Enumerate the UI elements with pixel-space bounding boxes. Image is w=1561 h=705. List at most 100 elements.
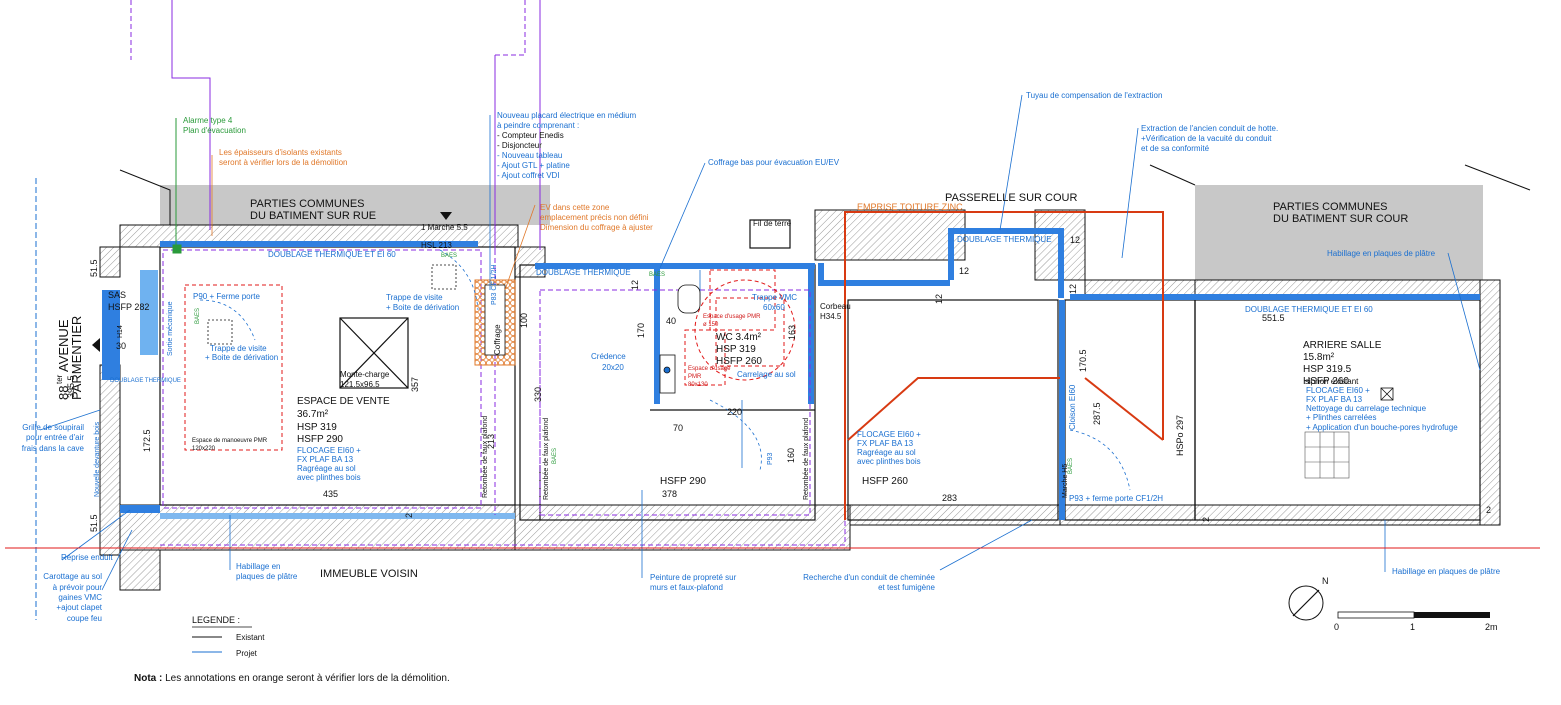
monte-charge-label: Monte-charge (340, 370, 390, 379)
placard-line7: - Ajout coffret VDI (497, 171, 560, 180)
room-vente-note3: Ragréage au sol (297, 464, 356, 473)
placard-line6: - Ajout GTL + platine (497, 161, 570, 170)
doublage-label-1: DOUBLAGE THERMIQUE ET EI 60 (268, 250, 396, 259)
room-arriere-note6: + Application d'un bouche-pores hydrofug… (1306, 423, 1458, 432)
trappe-vmc-dim: 60x60 (763, 303, 785, 312)
avenue-number: 88 (56, 386, 71, 400)
corbeau-height: H34.5 (820, 312, 842, 321)
room-arriere-note2: FX PLAF BA 13 (1306, 395, 1363, 404)
baes-label-3: BAES (552, 448, 558, 464)
room-passerelle-note2: FX PLAF BA 13 (857, 439, 914, 448)
dim-12-d: 12 (1070, 235, 1080, 245)
dim-395-5: 395.5 (66, 375, 76, 398)
dim-51-5-top: 51.5 (89, 259, 99, 277)
room-wc-name: WC 3.4m² (716, 332, 762, 343)
doublage-label-5: DOUBLAGE THERMIQUE (110, 378, 181, 384)
reprise-label: Reprise enduit (61, 553, 113, 562)
trappe-label-1: Trappe de visite (210, 344, 267, 353)
dim-30: 30 (116, 341, 126, 351)
dim-100: 100 (519, 313, 529, 328)
room-passerelle-note4: avec plinthes bois (857, 457, 921, 466)
monte-charge-dim: 121.5x96.5 (340, 380, 380, 389)
espace-usage-label-2: Espace d'usage (688, 366, 731, 372)
devanture-label: Nouvelle devanture bois (94, 421, 101, 497)
dim-70: 70 (673, 423, 683, 433)
room-vente-hsfp: HSFP 290 (297, 434, 343, 445)
avenue-line1: AVENUE (56, 319, 71, 372)
trappe-label-4: + Boite de dérivation (386, 303, 459, 312)
carottage-line5: coupe feu (67, 614, 102, 623)
room-wc-hsp: HSP 319 (716, 344, 756, 355)
cloison-label: Cloison EI60 (1068, 384, 1077, 430)
marche-label: 1 Marche 5.5 (421, 223, 468, 232)
room-vente-note4: avec plinthes bois (297, 473, 361, 482)
trappe-vmc-label: Trappe VMC (752, 293, 797, 302)
epaisseurs-line1: Les épaisseurs d'isolants existants (219, 148, 342, 157)
room-arriere-hsfp: HSFP 260 (1303, 376, 1349, 387)
recherche-line1: Recherche d'un conduit de cheminée (803, 573, 935, 582)
retombee-label-3: Retombée de faux plafond (803, 418, 810, 500)
corbeau-label: Corbeau (820, 302, 851, 311)
dim-170: 170 (636, 323, 646, 338)
common-parts-courtyard (1195, 185, 1483, 280)
habillage-bottom-line1: Habillage en (236, 562, 280, 571)
dim-160: 160 (786, 448, 796, 463)
room-arriere-note5: + Plinthes carrelées (1306, 413, 1376, 422)
legend-existing-label: Existant (236, 633, 265, 642)
scale-tick-1: 1 (1410, 622, 1415, 632)
fil-de-terre-label: Fil de terre (753, 219, 792, 228)
room-passerelle-note1: FLOCAGE EI60 + (857, 430, 921, 439)
tile-grid (1304, 431, 1350, 479)
scale-tick-2: 2m (1485, 622, 1498, 632)
doublage-label-4: DOUBLAGE THERMIQUE ET EI 60 (1245, 305, 1373, 314)
room-arriere-note1: FLOCAGE EI60 + (1306, 386, 1370, 395)
dim-170-5: 170.5 (1078, 349, 1088, 372)
coffrage-label: Coffrage (493, 324, 502, 355)
door-swings (199, 249, 1131, 491)
credence-dim: 20x20 (602, 363, 624, 372)
carottage-line1: Carottage au sol (43, 572, 102, 581)
carottage-line4: +ajout clapet (56, 603, 102, 612)
ev-line2: emplacement précis non défini (540, 213, 649, 222)
room-arriere-name: ARRIERE SALLE (1303, 340, 1382, 351)
dim-213: 213 (486, 434, 496, 449)
sas-hsfp: HSFP 282 (108, 302, 149, 312)
common-parts-court-line2: DU BATIMENT SUR COUR (1273, 213, 1408, 225)
scale-tick-0: 0 (1334, 622, 1339, 632)
espace-usage-dia: ø 150 (703, 322, 719, 328)
alarme-line2: Plan d'évacuation (183, 126, 246, 135)
espace-pmr-dim: 120x220 (192, 446, 216, 452)
pmr-zones (184, 269, 796, 451)
dim-287-5: 287.5 (1092, 402, 1102, 425)
legend-title: LEGENDE : (192, 615, 240, 625)
dim-40: 40 (666, 316, 676, 326)
ev-line1: EV dans cette zone (540, 203, 610, 212)
siphon-label: siphon existant (1305, 377, 1359, 386)
nota: Nota : Les annotations en orange seront … (134, 673, 450, 684)
retombee-label-2: Retombée de faux plafond (543, 418, 550, 500)
dim-435: 435 (323, 489, 338, 499)
room-vente-area: 36.7m² (297, 409, 329, 420)
room-arriere-note3: Nettoyage du carrelage technique (1306, 404, 1427, 413)
p93-label: P93 (767, 452, 774, 465)
peinture-line2: murs et faux-plafond (650, 583, 723, 592)
espace-usage-pmr: PMR (688, 374, 702, 380)
room-vente-hsp: HSP 319 (297, 422, 337, 433)
carrelage-label: Carrelage au sol (737, 370, 796, 379)
marche-arrow-icon (440, 212, 452, 220)
legend-project-label: Projet (236, 649, 258, 658)
p90-label: P90 + Ferme porte (193, 292, 260, 301)
alarme-line1: Alarme type 4 (183, 116, 233, 125)
avenue-label: 88 ter AVENUE PARMENTIER (55, 316, 84, 400)
scale-bar: 0 1 2m (1334, 611, 1498, 632)
dim-51-5-bottom: 51.5 (89, 514, 99, 532)
legend: LEGENDE : Existant Projet (192, 615, 265, 658)
room-vente-note1: FLOCAGE EI60 + (297, 446, 361, 455)
habillage-bottom-line2: plaques de plâtre (236, 572, 298, 581)
recherche-line2: et test fumigène (878, 583, 935, 592)
baes-label-2: BAES (195, 308, 201, 324)
nota-bold: Nota : (134, 673, 162, 684)
marche-h5-label: Marche H5 (1062, 464, 1069, 498)
ev-line3: Dimension du coffrage à ajuster (540, 223, 653, 232)
